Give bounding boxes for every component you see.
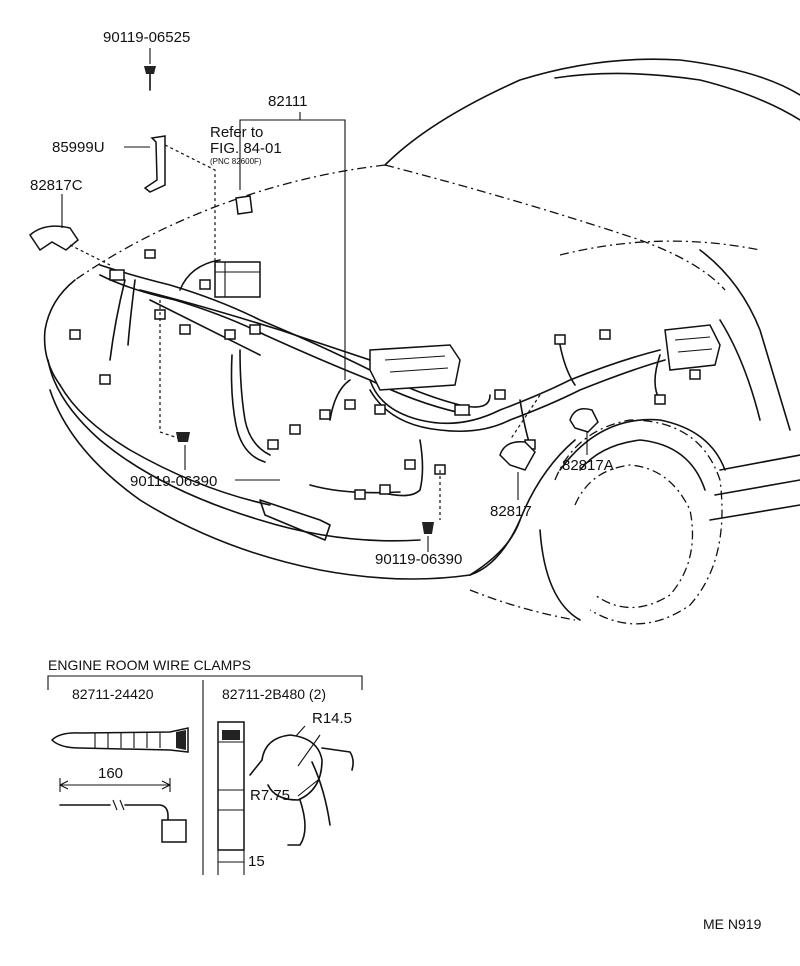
refer-line-3: (PNC 82600F) — [210, 157, 262, 166]
callout-bolt-mid: 90119-06390 — [130, 473, 217, 490]
callout-harness: 82111 — [268, 93, 308, 110]
wire-harness — [69, 249, 721, 500]
leader-lines — [61, 48, 588, 552]
footer-code: ME N919 — [703, 916, 762, 932]
dim-width: 15 — [248, 853, 265, 870]
callout-bolt-top: 90119-06525 — [103, 29, 190, 46]
refer-line-2: FIG. 84-01 — [210, 140, 282, 157]
clamps-section-title: ENGINE ROOM WIRE CLAMPS — [48, 657, 251, 673]
callout-clamp-left: 82817C — [30, 177, 83, 194]
callout-clamp-center: 82817 — [490, 503, 532, 520]
callout-bolt-low: 90119-06390 — [375, 551, 462, 568]
refer-line-1: Refer to — [210, 124, 263, 141]
dim-length: 160 — [98, 765, 123, 782]
callout-clamp-right: 82817A — [562, 457, 614, 474]
right-clamp-part: 82711-2B480 (2) — [222, 686, 326, 702]
dim-r-large: R14.5 — [312, 710, 352, 727]
clamps-section: ENGINE ROOM WIRE CLAMPS 82711-24420 8271… — [47, 657, 363, 875]
car-body — [43, 58, 800, 625]
dim-r-small: R7.75 — [250, 787, 290, 804]
small-parts — [29, 66, 599, 534]
callout-bracket: 85999U — [52, 139, 105, 156]
left-clamp-part: 82711-24420 — [72, 686, 154, 702]
